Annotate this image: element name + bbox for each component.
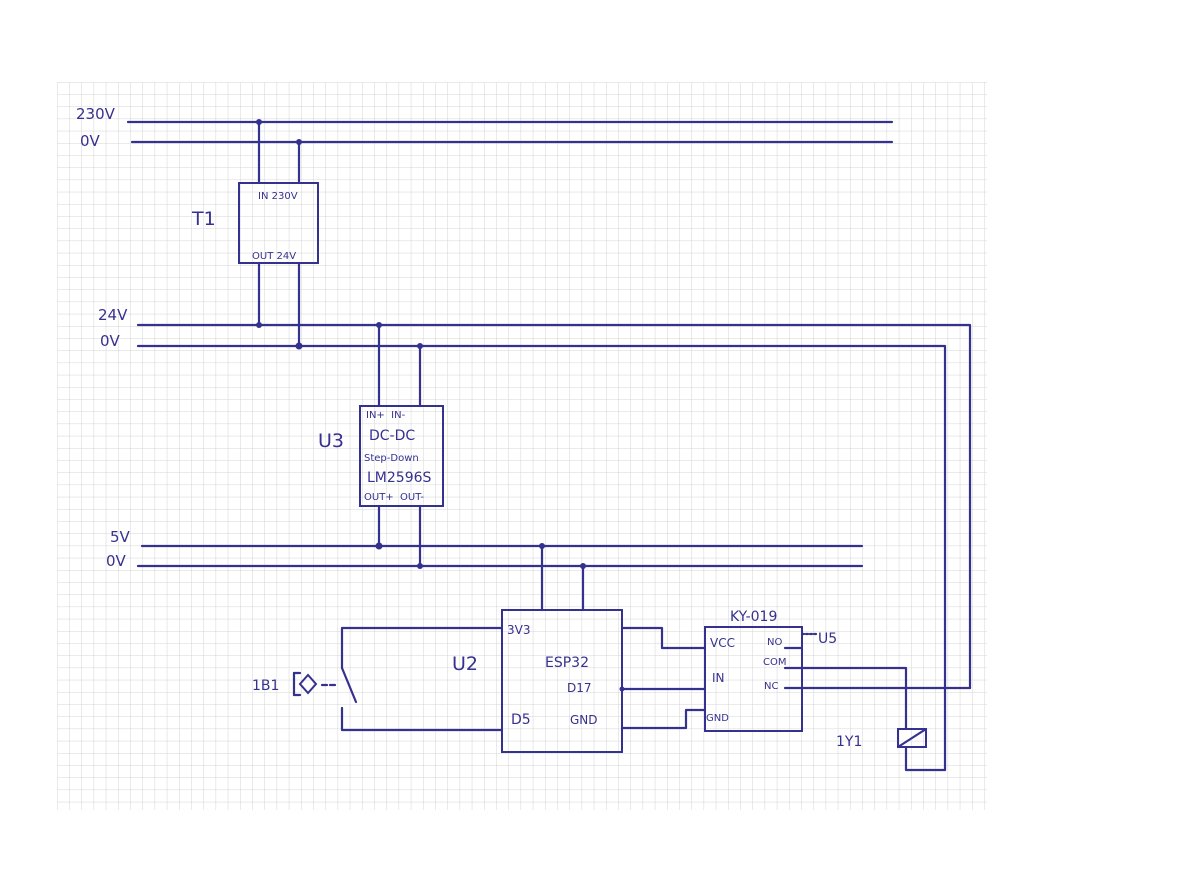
transformer-t1 <box>238 119 319 350</box>
grid-background <box>57 82 987 810</box>
relay-pin-nc: NC <box>764 681 778 692</box>
label-0v-mains: 0V <box>80 132 101 150</box>
esp32-pin-d17: D17 <box>567 681 592 695</box>
esp32-name: ESP32 <box>545 655 589 671</box>
relay-pin-gnd: GND <box>706 713 729 724</box>
converter-pins-bottom: OUT+ OUT- <box>364 492 424 503</box>
converter-line3: LM2596S <box>367 470 432 486</box>
relay-pin-vcc: VCC <box>710 636 735 650</box>
rail-0v-24 <box>136 344 947 772</box>
converter-pins-top: IN+ IN- <box>366 410 406 421</box>
transformer-tag: T1 <box>191 208 216 230</box>
dc24-rails <box>136 323 972 772</box>
esp32-pin-gnd: GND <box>570 713 598 727</box>
relay-name: KY-019 <box>730 609 777 625</box>
transformer-out-label: OUT 24V <box>252 251 296 262</box>
label-5v: 5V <box>110 528 131 546</box>
relay-pin-com: COM <box>763 657 786 668</box>
relay-pin-in: IN <box>712 671 725 685</box>
esp32-u2 <box>501 543 623 753</box>
converter-tag: U3 <box>318 430 344 452</box>
dc5-rails <box>136 544 864 568</box>
converter-u3 <box>359 322 444 569</box>
relay-tag: U5 <box>818 631 837 647</box>
esp32-tag: U2 <box>452 653 478 675</box>
converter-line2: Step-Down <box>364 453 419 464</box>
coil-tag: 1Y1 <box>836 734 862 750</box>
relay-pin-no: NO <box>767 637 782 648</box>
esp32-pin-d5: D5 <box>511 712 531 728</box>
label-0v-5: 0V <box>106 552 127 570</box>
rail-24v <box>136 323 972 690</box>
sensor-1b1 <box>292 626 504 732</box>
transformer-in-label: IN 230V <box>258 191 298 202</box>
converter-line1: DC-DC <box>369 428 415 444</box>
label-230v: 230V <box>76 105 116 123</box>
sensor-tag: 1B1 <box>252 678 279 694</box>
label-0v-24: 0V <box>100 332 121 350</box>
label-24v: 24V <box>98 306 128 324</box>
relay-u5 <box>619 626 972 772</box>
esp32-pin-3v3: 3V3 <box>507 623 530 637</box>
